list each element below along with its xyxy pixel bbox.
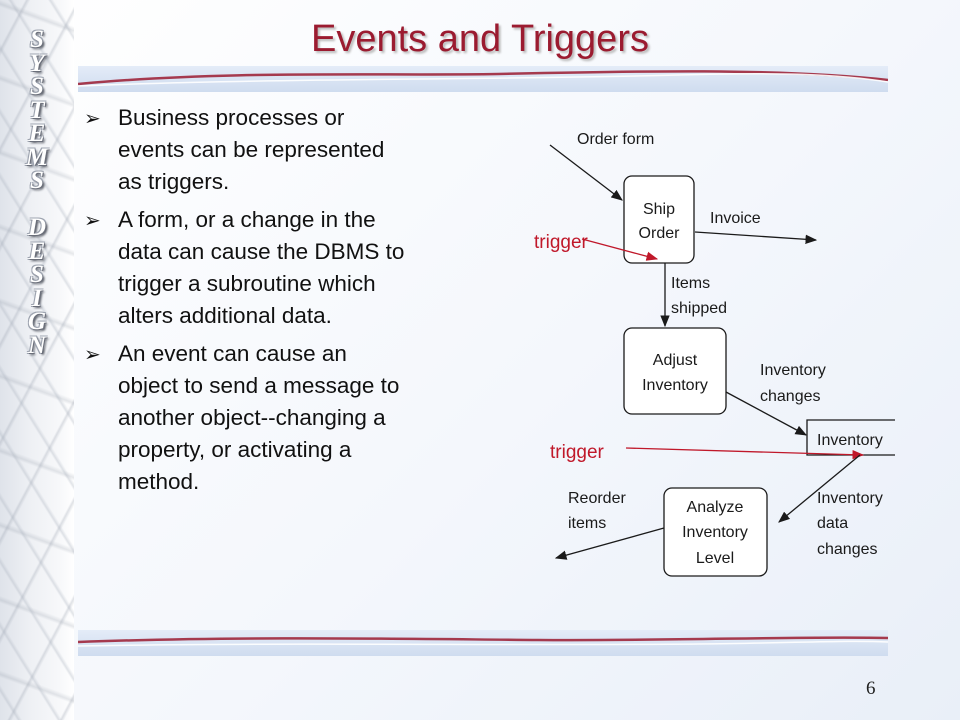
ship-order-label: Ship [643,201,675,218]
divider-swoosh [78,70,888,87]
reorder-items-label: Reorder [568,490,626,507]
inventory-data-changes-label: data [817,515,848,532]
header-divider-band [78,66,888,92]
inventory-changes-label: changes [760,388,821,405]
bullet-line: alters additional data. [118,303,332,328]
side-letter: T [29,96,45,124]
marble-side-strip [0,0,74,720]
invoice-label: Invoice [710,210,761,227]
inventory-data-changes-label: Inventory [817,490,883,507]
bullet-item: ➢ A form, or a change in the data can ca… [84,204,464,332]
bullet-line: trigger a subroutine which [118,271,376,296]
bullet-line: events can be represented [118,137,385,162]
adjust-inventory-process [623,327,727,415]
ship-order-label: Order [639,225,681,242]
divider-swoosh [78,636,888,647]
side-letter: M [25,143,49,171]
invoice-arrow [694,231,818,244]
analyze-inventory-label: Level [696,550,734,567]
trigger-flow-diagram: Order form Ship Order Invoice trigger It… [534,131,895,577]
arrow-bullet-icon: ➢ [84,106,101,130]
items-shipped-label: shipped [671,300,727,317]
arrow-bullet-icon: ➢ [84,342,101,366]
bullet-line: as triggers. [118,169,230,194]
page-number: 6 [866,678,876,699]
adjust-inventory-label: Adjust [653,352,698,369]
side-letter [20,193,54,217]
bullet-item: ➢ Business processes or events can be re… [84,102,464,198]
ship-order-process [623,175,695,264]
side-letter: Y [29,49,45,77]
side-letter: S [30,167,44,194]
inventory-data-changes-label: changes [817,541,878,558]
side-letter: I [32,284,42,312]
trigger-arrow [625,447,865,460]
bullet-line: An event can cause an [118,341,347,366]
trigger-arrow [581,238,659,261]
inventory-changes-label: Inventory [760,362,826,379]
bullet-line: Business processes or [118,105,345,130]
inventory-data-changes-arrow [778,454,861,523]
bullet-line: another object--changing a [118,405,386,430]
side-letter: E [28,237,46,265]
inventory-changes-arrow [725,391,808,436]
side-letter: E [28,120,46,147]
trigger-label: trigger [534,232,589,253]
analyze-inventory-label: Inventory [682,524,748,541]
trigger-label: trigger [550,442,605,463]
reorder-items-arrow [554,527,665,560]
reorder-items-label: items [568,515,606,532]
adjust-inventory-label: Inventory [642,377,708,394]
bullet-line: data can cause the DBMS to [118,239,405,264]
side-title-systems-design: S Y S T E M S D E S I G N [20,26,54,359]
slide-title: Events and Triggers [311,18,649,60]
analyze-inventory-label: Analyze [687,499,744,516]
side-letter: S [30,73,44,100]
side-letter: S [30,26,44,53]
bullet-line: object to send a message to [118,373,400,398]
inventory-datastore-label: Inventory [817,432,883,449]
footer-divider-band [78,630,888,656]
bullet-line: A form, or a change in the [118,207,376,232]
bullet-line: property, or activating a [118,437,352,462]
side-letter: D [27,214,47,241]
bullet-item: ➢ An event can cause an object to send a… [84,338,464,498]
order-form-arrow [549,144,623,201]
side-letter: G [27,308,47,335]
arrow-bullet-icon: ➢ [84,208,101,232]
order-form-label: Order form [577,131,654,148]
analyze-inventory-process [663,487,768,577]
bullet-list: ➢ Business processes or events can be re… [84,102,464,504]
side-letter: N [27,331,47,359]
bullet-line: method. [118,469,200,494]
side-letter: S [30,261,44,288]
items-shipped-label: Items [671,275,710,292]
